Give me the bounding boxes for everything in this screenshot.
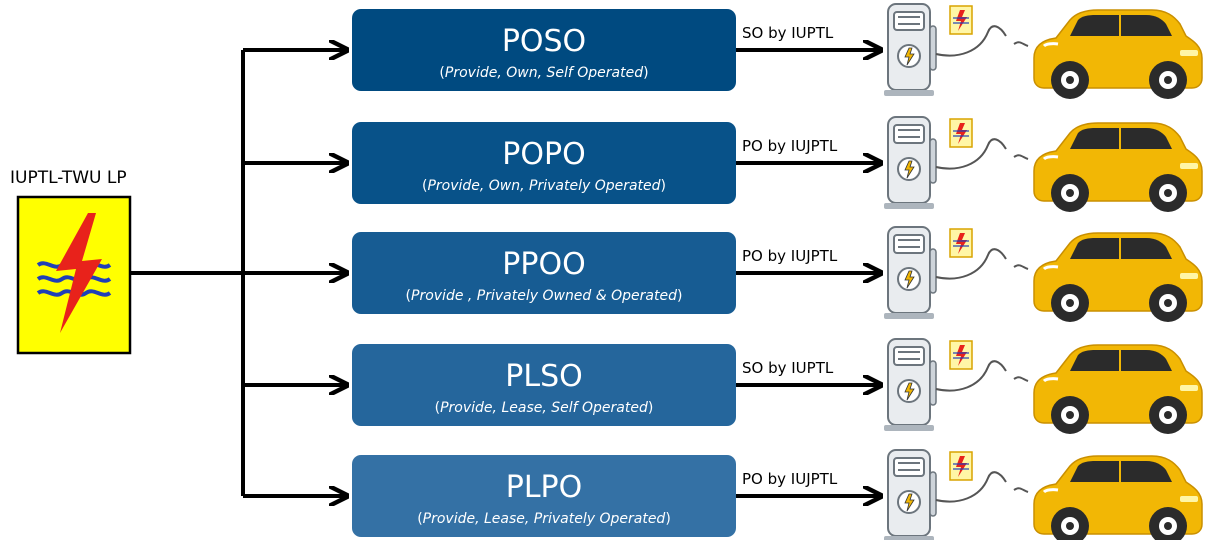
ev-charging-station-icon bbox=[883, 226, 1007, 320]
scheme-code: POPO bbox=[502, 137, 585, 172]
paren-close: ) bbox=[648, 400, 653, 416]
scheme-rows: POSO(Provide, Own, Self Operated)SO by I… bbox=[243, 3, 1204, 540]
scheme-description-text: Provide, Own, Self Operated bbox=[445, 65, 643, 81]
scheme-row-popo: POPO (Provide, Own, Privately Operated) PO… bbox=[243, 116, 1204, 214]
paren-close: ) bbox=[665, 511, 670, 527]
scheme-box bbox=[352, 122, 736, 204]
scheme-description: (Provide, Own, Self Operated) bbox=[439, 65, 648, 81]
scheme-code: POSO bbox=[502, 24, 586, 59]
scheme-description-text: Provide, Own, Privately Operated bbox=[427, 178, 660, 194]
scheme-box bbox=[352, 232, 736, 314]
paren-open: ( bbox=[406, 288, 411, 304]
scheme-row-poso: POSO (Provide, Own, Self Operated) SO by I… bbox=[243, 3, 1204, 101]
electric-car-icon bbox=[1012, 231, 1204, 324]
scheme-code: PLSO bbox=[505, 359, 582, 394]
ev-charging-station-icon bbox=[883, 116, 1007, 210]
scheme-description: (Provide, Own, Privately Operated) bbox=[422, 178, 666, 194]
scheme-code: PLPO bbox=[506, 470, 583, 505]
electric-car-icon bbox=[1012, 454, 1204, 540]
ev-charging-station-icon bbox=[883, 338, 1007, 432]
paren-close: ) bbox=[661, 178, 666, 194]
scheme-description-text: Provide, Lease, Privately Operated bbox=[423, 511, 666, 527]
connector-lines bbox=[130, 50, 245, 496]
scheme-description: (Provide , Privately Owned & Operated) bbox=[406, 288, 683, 304]
scheme-box bbox=[352, 9, 736, 91]
operator-label: PO by IUJPTL bbox=[742, 137, 838, 155]
paren-open: ( bbox=[435, 400, 440, 416]
ev-charging-station-icon bbox=[883, 449, 1007, 540]
source-title: IUPTL-TWU LP bbox=[10, 168, 127, 188]
scheme-row-plpo: PLPO (Provide, Lease, Privately Operated)… bbox=[243, 449, 1204, 540]
operator-label: PO by IUJPTL bbox=[742, 247, 838, 265]
electric-car-icon bbox=[1012, 343, 1204, 436]
scheme-box bbox=[352, 344, 736, 426]
paren-open: ( bbox=[439, 65, 444, 81]
scheme-box bbox=[352, 455, 736, 537]
operator-label: SO by IUPTL bbox=[742, 359, 834, 377]
scheme-row-ppoo: PPOO (Provide , Privately Owned & Operate… bbox=[243, 226, 1204, 324]
paren-open: ( bbox=[417, 511, 422, 527]
operator-label: SO by IUPTL bbox=[742, 24, 834, 42]
scheme-description: (Provide, Lease, Privately Operated) bbox=[417, 511, 671, 527]
ev-charging-station-icon bbox=[883, 3, 1007, 97]
paren-close: ) bbox=[643, 65, 648, 81]
scheme-row-plso: PLSO (Provide, Lease, Self Operated) SO by… bbox=[243, 338, 1204, 436]
operator-label: PO by IUJPTL bbox=[742, 470, 838, 488]
electric-car-icon bbox=[1012, 121, 1204, 214]
scheme-description: (Provide, Lease, Self Operated) bbox=[435, 400, 654, 416]
pln-logo-icon bbox=[16, 195, 132, 355]
scheme-code: PPOO bbox=[502, 247, 585, 282]
paren-open: ( bbox=[422, 178, 427, 194]
paren-close: ) bbox=[677, 288, 682, 304]
scheme-description-text: Provide , Privately Owned & Operated bbox=[411, 288, 677, 304]
electric-car-icon bbox=[1012, 8, 1204, 101]
scheme-description-text: Provide, Lease, Self Operated bbox=[440, 400, 648, 416]
